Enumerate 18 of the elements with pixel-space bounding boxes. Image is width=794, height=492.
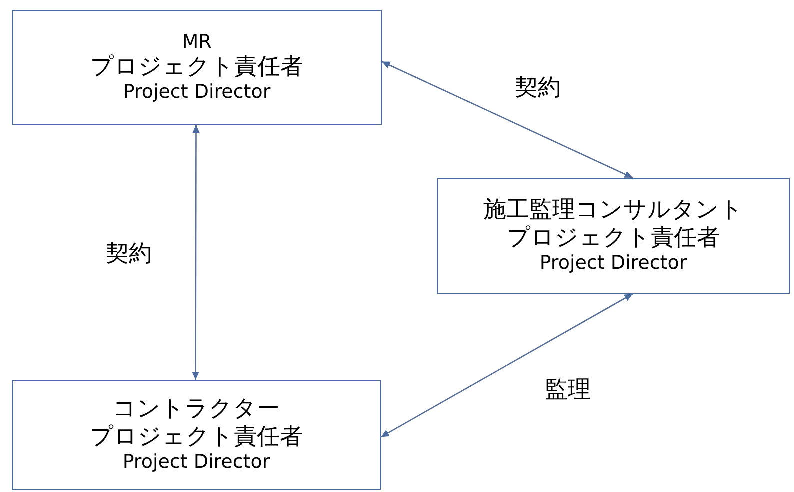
role-title: コントラクター [113, 396, 280, 424]
role-text: Project Director [540, 252, 688, 275]
connector-arrow [192, 125, 200, 380]
role-text: プロジェクト責任者 [90, 424, 303, 452]
role-text: プロジェクト責任者 [90, 54, 304, 82]
role-box [12, 380, 381, 490]
role-title: 施工監理コンサルタント [484, 197, 744, 225]
role-box [12, 10, 382, 125]
role-text: プロジェクト責任者 [507, 224, 720, 252]
role-box [437, 178, 790, 294]
edge-label: 契約 [106, 240, 152, 269]
edge-label: 契約 [515, 74, 561, 103]
role-title: MR [182, 30, 212, 54]
role-text: Project Director [123, 81, 271, 104]
role-text: Project Director [122, 451, 270, 474]
connector-arrow [382, 61, 634, 179]
connector-arrow [380, 293, 634, 438]
edge-label: 監理 [545, 376, 591, 405]
